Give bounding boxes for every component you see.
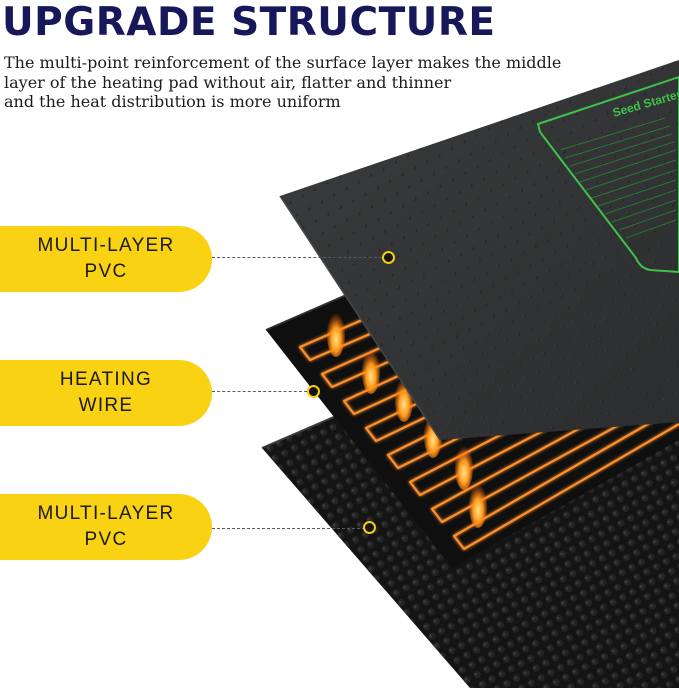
- heat-flame-icons: [327, 313, 487, 528]
- layer-label-text: MULTI-LAYER: [37, 235, 175, 256]
- layer-label-text: MULTI-LAYER: [37, 503, 175, 524]
- layer-marker-dot: [307, 385, 320, 398]
- description-line: and the heat distribution is more unifor…: [4, 92, 341, 111]
- layer-label-text: PVC: [84, 261, 128, 282]
- layer-label-text: WIRE: [78, 395, 134, 416]
- layer-marker-dot: [363, 521, 376, 534]
- pad-print-panel: Seed Starter: [536, 75, 679, 274]
- leader-line: [212, 391, 307, 392]
- layer-label-text: HEATING: [59, 369, 153, 390]
- layer-marker-dot: [382, 251, 395, 264]
- top-pvc-layer: Seed Starter: [279, 60, 679, 441]
- layer-label-bottom-pvc: MULTI-LAYER PVC: [0, 494, 212, 560]
- description-line: The multi-point reinforcement of the sur…: [4, 53, 562, 72]
- description-line: layer of the heating pad without air, fl…: [4, 72, 452, 92]
- layer-label-top-pvc: MULTI-LAYER PVC: [0, 226, 212, 292]
- layer-label-heating-wire: HEATING WIRE: [0, 360, 212, 426]
- description: The multi-point reinforcement of the sur…: [4, 53, 604, 112]
- layer-label-text: PVC: [84, 529, 128, 550]
- pad-print-fine-text: [559, 117, 677, 239]
- page-title: UPGRADE STRUCTURE: [2, 0, 496, 45]
- leader-line: [212, 257, 382, 258]
- leader-line: [212, 528, 365, 529]
